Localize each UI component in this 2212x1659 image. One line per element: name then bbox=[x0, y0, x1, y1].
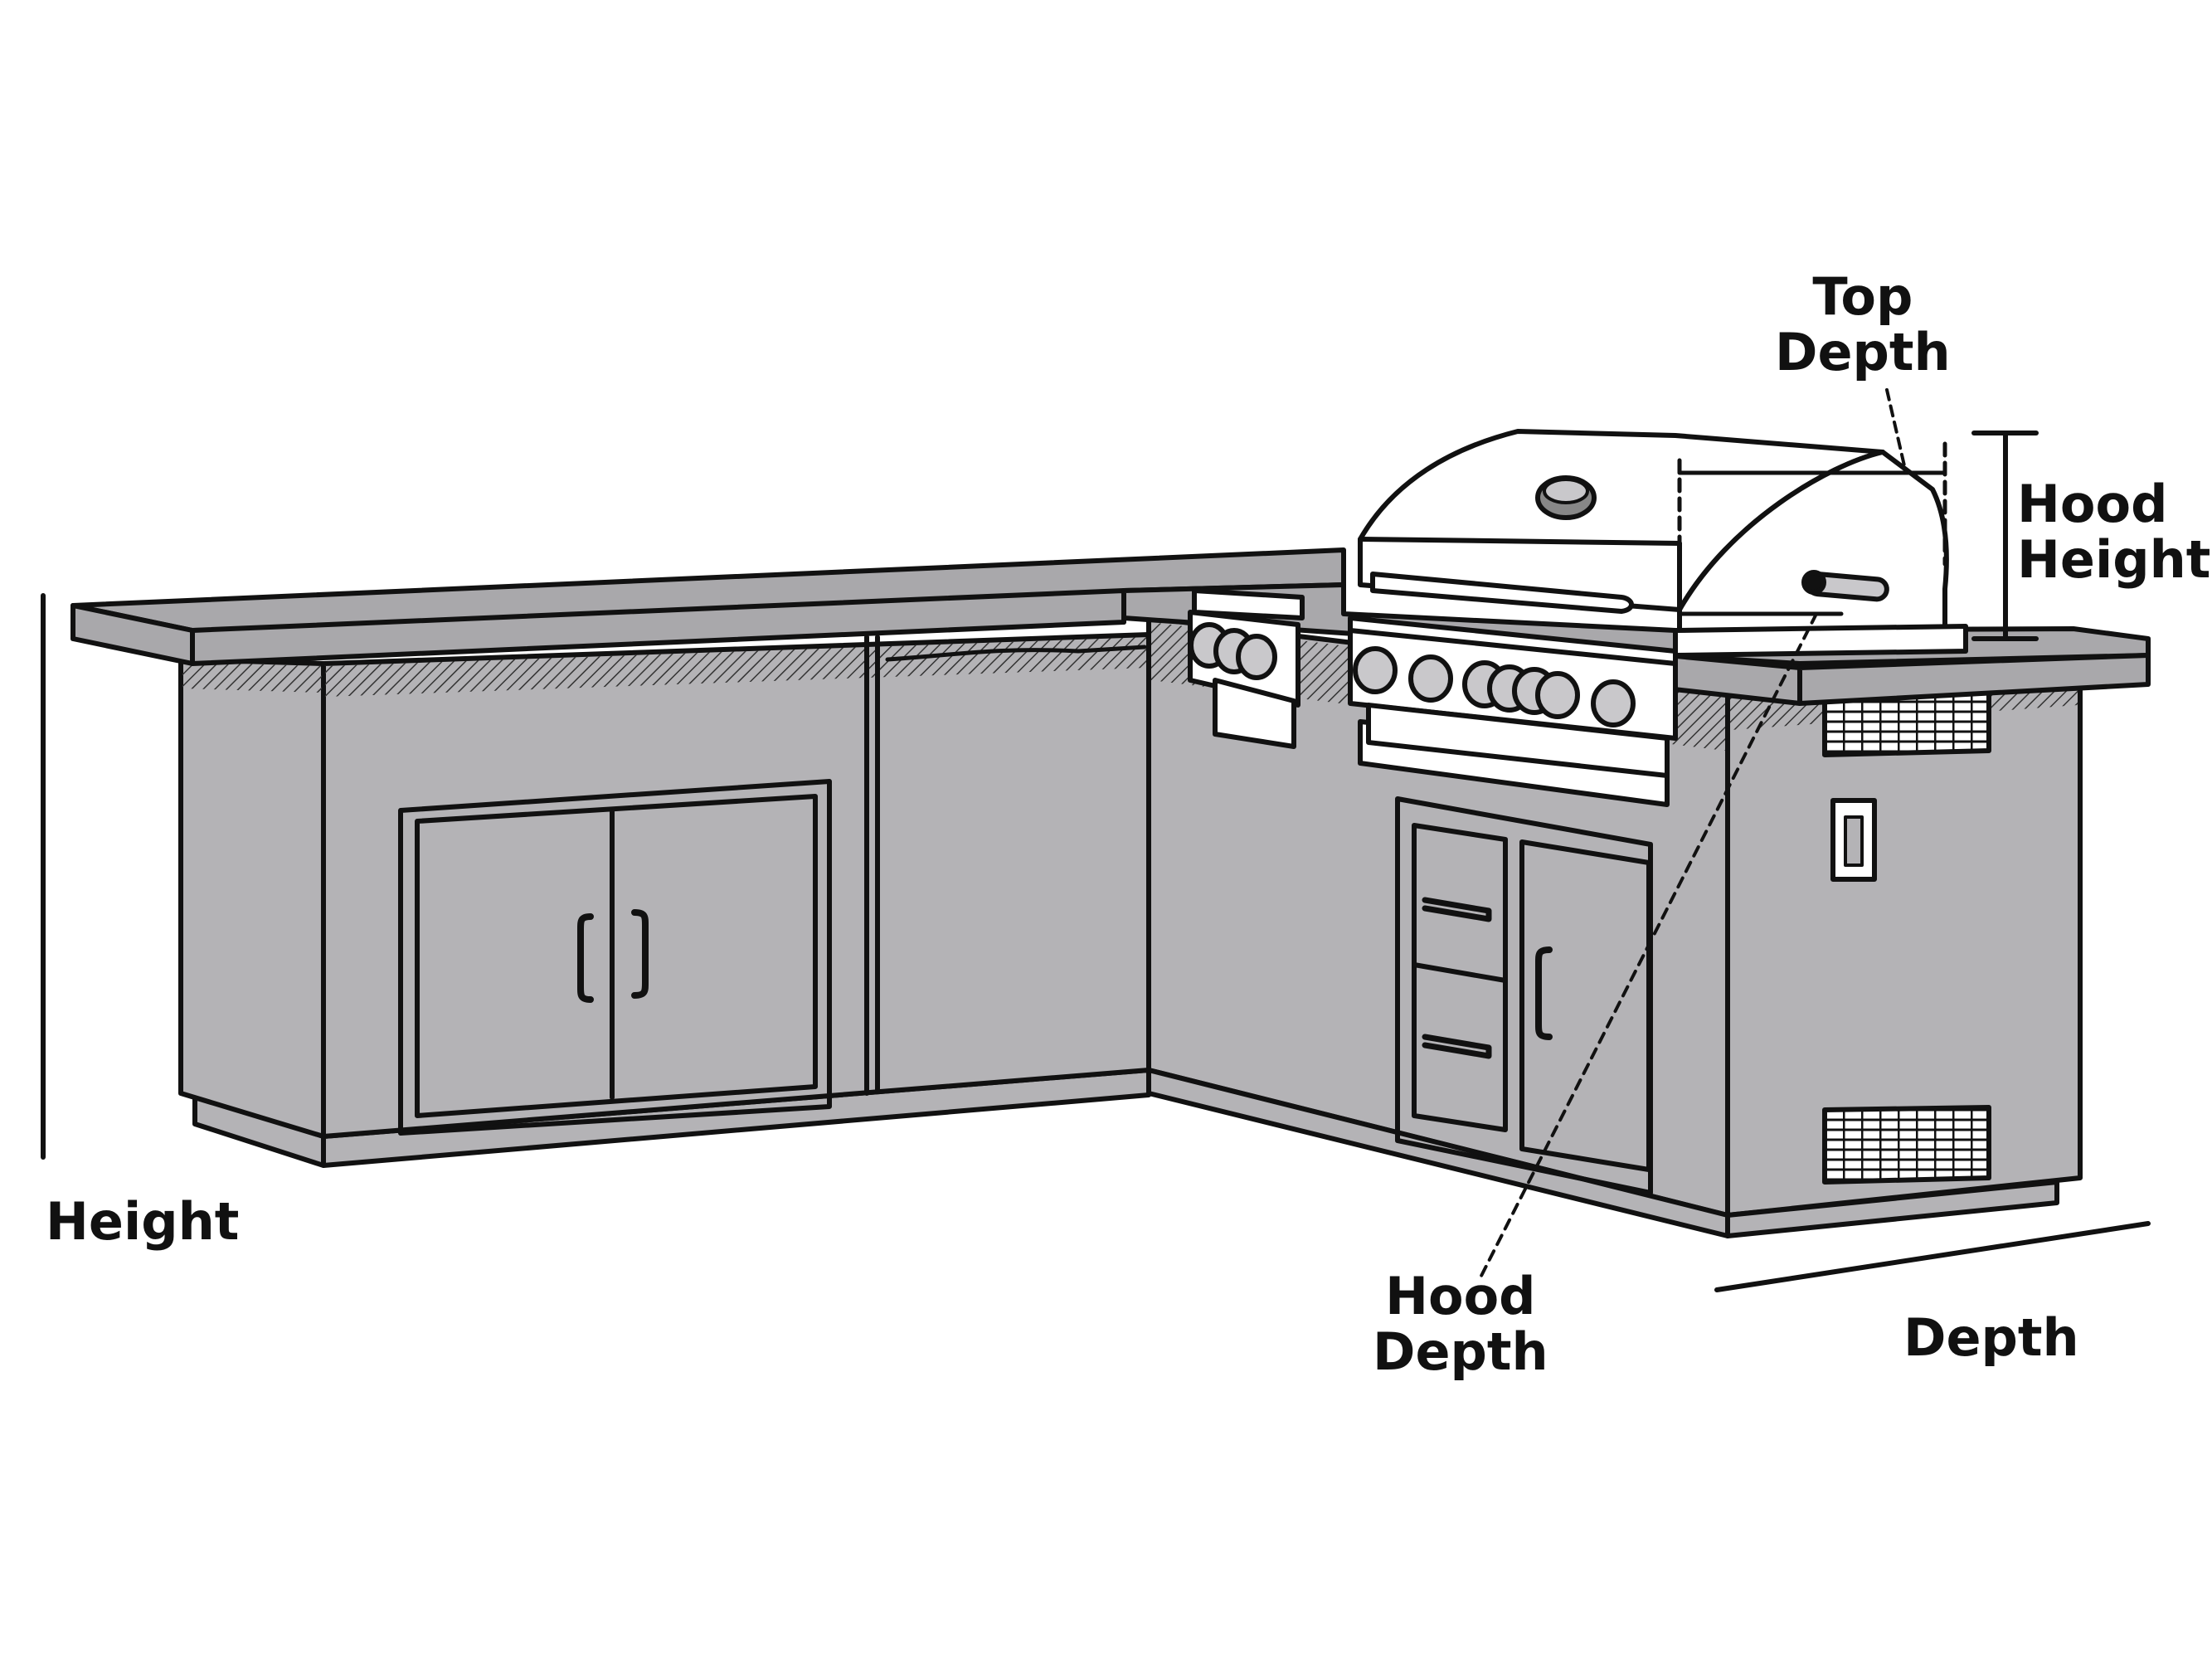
grill-knob-1 bbox=[1353, 646, 1398, 694]
top-depth-leader bbox=[1885, 388, 1908, 474]
dimension-lines bbox=[41, 388, 2151, 1292]
bottom-drawer-handle bbox=[1422, 1034, 1492, 1059]
left-front-face bbox=[321, 632, 1151, 1139]
top-depth-label: Top Depth bbox=[1775, 266, 1951, 382]
right-end-plinth bbox=[1725, 1180, 2059, 1238]
outlet-slot bbox=[1844, 815, 1864, 867]
side-burner bbox=[1188, 588, 1305, 749]
hood-handle bbox=[1370, 572, 1634, 614]
height-label: Height bbox=[46, 1194, 239, 1250]
lower-vent bbox=[1822, 1105, 1991, 1185]
drawer-divider bbox=[1412, 962, 1508, 983]
grill-knob-6 bbox=[1535, 671, 1580, 719]
double-door-outer bbox=[415, 794, 818, 1118]
hood-height-label: Hood Height bbox=[2017, 474, 2211, 590]
door-handle bbox=[1535, 946, 1553, 1040]
thermometer-gauge-face bbox=[1543, 478, 1589, 504]
depth-dimension-line bbox=[1714, 1221, 2151, 1292]
left-end-shadow bbox=[182, 662, 322, 693]
grill-ledge bbox=[1673, 624, 1968, 658]
height-label-text: Height bbox=[46, 1191, 240, 1252]
hood-front-rim bbox=[1358, 537, 1682, 546]
left-cabinet bbox=[178, 632, 1151, 1168]
hood-height-label-line2: Height bbox=[2017, 528, 2211, 590]
double-door-frame bbox=[398, 779, 832, 1136]
top-depth-label-line2: Depth bbox=[1775, 321, 1951, 382]
left-front-shadow bbox=[325, 637, 1147, 697]
depth-label: Depth bbox=[1903, 1307, 2079, 1368]
panel-lip bbox=[885, 645, 1147, 662]
hood-depth-label-line1: Hood bbox=[1385, 1266, 1536, 1326]
access-door-frame bbox=[1395, 796, 1653, 1195]
top-drawer-handle bbox=[1422, 897, 1492, 922]
hood-depth-label-line2: Depth bbox=[1373, 1321, 1548, 1382]
side-burner-back bbox=[1192, 588, 1305, 620]
hood-depth-leader bbox=[1479, 612, 1818, 1279]
panel-rail bbox=[1348, 628, 1678, 666]
side-burner-knobs bbox=[1189, 622, 1277, 680]
depth-label-text: Depth bbox=[1903, 1307, 2079, 1368]
grill-knob-2 bbox=[1408, 654, 1453, 703]
grill-knobs bbox=[1353, 646, 1636, 727]
top-depth-label-line1: Top bbox=[1812, 266, 1913, 327]
right-door-handle bbox=[631, 909, 649, 999]
side-handle-mount bbox=[1801, 570, 1826, 595]
left-end-face bbox=[178, 657, 326, 1139]
grill bbox=[1348, 429, 1968, 778]
left-door-handle bbox=[577, 913, 594, 1003]
grill-lower-panel bbox=[1366, 703, 1670, 778]
drawer-stack bbox=[1412, 823, 1508, 1132]
countertop-right-end bbox=[1797, 653, 2151, 706]
hood-depth-label: Hood Depth bbox=[1373, 1266, 1548, 1382]
hood-height-label-line1: Hood bbox=[2017, 474, 2168, 534]
access-door bbox=[1519, 839, 1651, 1172]
side-burner-lower bbox=[1213, 678, 1296, 749]
side-knob-3 bbox=[1236, 634, 1277, 680]
grill-knob-7 bbox=[1591, 679, 1636, 727]
